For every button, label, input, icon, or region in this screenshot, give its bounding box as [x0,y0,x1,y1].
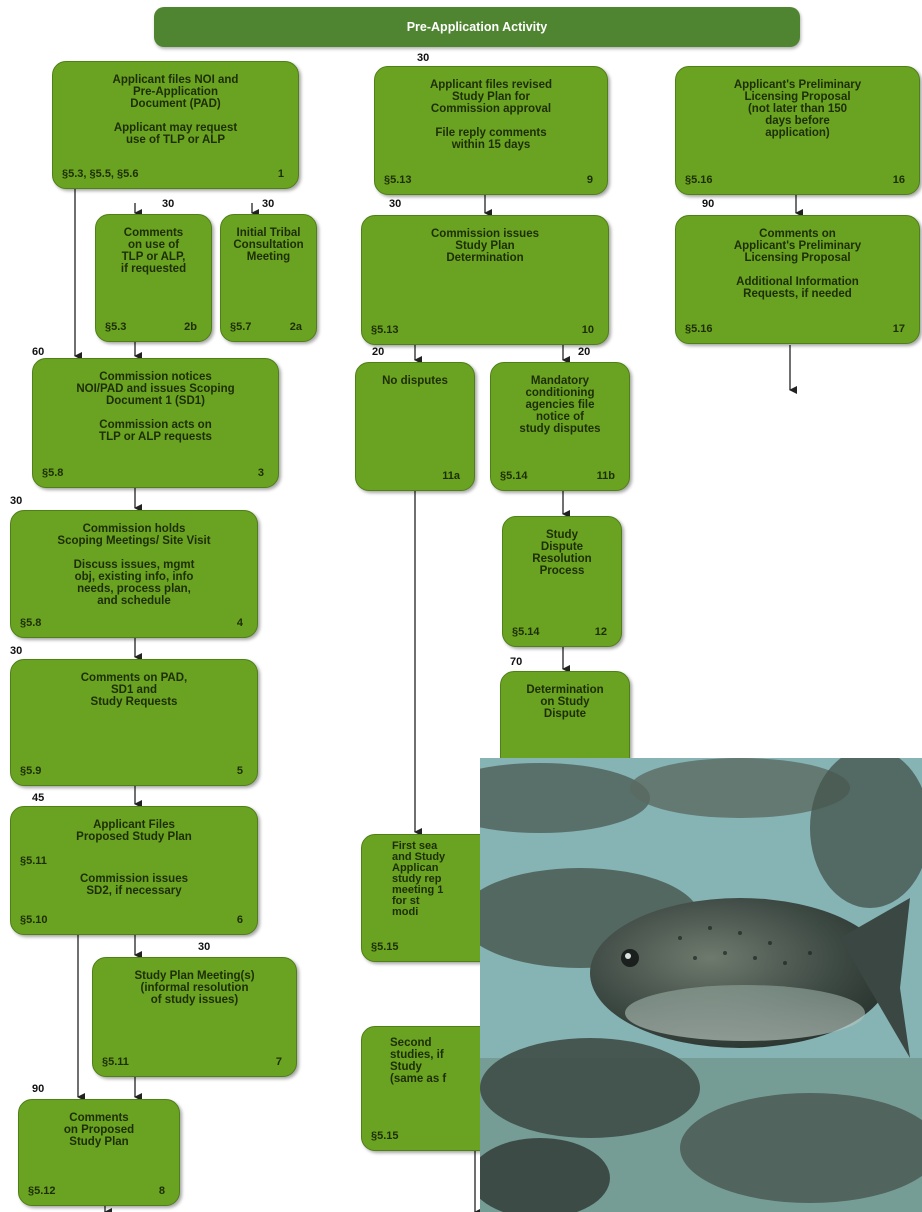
step-2a-box: Initial Tribal Consultation Meeting §5.7… [220,214,317,342]
days-label-step-17: 90 [702,198,715,210]
days-label-step-13: 70 [510,656,523,668]
step-8-box: Comments on Proposed Study Plan §5.12 8 [18,1099,180,1206]
salmon-illustration [480,758,922,1212]
step-4-number: 4 [236,617,243,629]
salmon-photo [480,758,922,1212]
step-3-text: Commission notices NOI/PAD and issues Sc… [76,371,235,443]
step-11a-text: No disputes [382,375,448,387]
step-4-box: Commission holds Scoping Meetings/ Site … [10,510,258,638]
days-label-step-11b: 20 [578,346,591,358]
step-15-section: §5.15 [371,1130,399,1142]
step-11b-box: Mandatory conditioning agencies file not… [490,362,630,491]
step-14-box: First sea and Study Applican study rep m… [361,834,501,962]
step-8-number: 8 [158,1185,165,1197]
step-3-box: Commission notices NOI/PAD and issues Sc… [32,358,279,488]
days-label-step-6: 45 [32,792,45,804]
step-15-box: Second studies, if Study (same as f §5.1… [361,1026,501,1151]
days-label-step-8: 90 [32,1083,45,1095]
step-6-section: §5.10 [20,914,48,926]
step-5-box: Comments on PAD, SD1 and Study Requests … [10,659,258,786]
step-11a-box: No disputes 11a [355,362,475,491]
step-16-text: Applicant's Preliminary Licensing Propos… [733,79,862,139]
step-12-section: §5.14 [512,626,540,638]
step-12-text: Study Dispute Resolution Process [532,529,592,577]
step-13-box: Determination on Study Dispute [500,671,630,771]
step-10-number: 10 [581,324,594,336]
step-6-text: Applicant Files Proposed Study Plan [76,819,192,843]
step-5-section: §5.9 [20,765,42,777]
step-6-number: 6 [236,914,243,926]
step-2b-number: 2b [184,321,197,333]
step-4-section: §5.8 [20,617,42,629]
step-6-mid-section: §5.11 [20,855,47,867]
step-3-number: 3 [257,467,264,479]
step-16-number: 16 [892,174,905,186]
step-5-number: 5 [236,765,243,777]
step-8-section: §5.12 [28,1185,56,1197]
step-8-text: Comments on Proposed Study Plan [63,1112,135,1148]
step-1-text: Applicant files NOI and Pre-Application … [112,74,239,146]
step-1-section: §5.3, §5.5, §5.6 [62,168,139,180]
step-9-number: 9 [586,174,593,186]
step-6-secondary-text: Commission issues SD2, if necessary [79,873,188,897]
step-11b-number: 11b [596,470,615,482]
step-9-text: Applicant files revised Study Plan for C… [429,79,553,151]
days-label-step-10: 30 [389,198,402,210]
step-17-number: 17 [892,323,905,335]
step-10-text: Commission issues Study Plan Determinati… [430,228,539,264]
step-4-text: Commission holds Scoping Meetings/ Site … [57,523,211,607]
step-11a-number: 11a [442,470,460,482]
step-16-box: Applicant's Preliminary Licensing Propos… [675,66,920,195]
step-10-section: §5.13 [371,324,399,336]
days-label-step-9: 30 [417,52,430,64]
step-1-number: 1 [277,168,284,180]
days-label-step-7: 30 [198,941,211,953]
days-label-step-2b: 30 [162,198,175,210]
step-14-text: First sea and Study Applican study rep m… [392,840,446,918]
step-1-box: Applicant files NOI and Pre-Application … [52,61,299,189]
step-2b-box: Comments on use of TLP or ALP, if reques… [95,214,212,342]
step-7-box: Study Plan Meeting(s) (informal resoluti… [92,957,297,1077]
pre-application-activity-header: Pre-Application Activity [154,7,800,47]
days-label-step-5: 30 [10,645,23,657]
step-11b-text: Mandatory conditioning agencies file not… [519,375,601,435]
step-17-text: Comments on Applicant's Preliminary Lice… [733,228,862,300]
step-2b-section: §5.3 [105,321,127,333]
step-2b-text: Comments on use of TLP or ALP, if reques… [120,227,187,275]
step-12-box: Study Dispute Resolution Process §5.14 1… [502,516,622,647]
step-7-text: Study Plan Meeting(s) (informal resoluti… [134,970,255,1006]
step-16-section: §5.16 [685,174,713,186]
step-7-number: 7 [275,1056,282,1068]
step-9-section: §5.13 [384,174,412,186]
days-label-step-11a: 20 [372,346,385,358]
step-17-section: §5.16 [685,323,713,335]
step-10-box: Commission issues Study Plan Determinati… [361,215,609,345]
days-label-step-3: 60 [32,346,45,358]
step-13-text: Determination on Study Dispute [526,684,604,720]
step-3-section: §5.8 [42,467,64,479]
step-9-box: Applicant files revised Study Plan for C… [374,66,608,195]
step-11b-section: §5.14 [500,470,528,482]
step-14-section: §5.15 [371,941,399,953]
step-17-box: Comments on Applicant's Preliminary Lice… [675,215,920,344]
days-label-step-4: 30 [10,495,23,507]
step-6-box: Applicant Files Proposed Study Plan §5.1… [10,806,258,935]
step-5-text: Comments on PAD, SD1 and Study Requests [80,672,188,708]
step-7-section: §5.11 [102,1056,129,1068]
step-15-text: Second studies, if Study (same as f [390,1037,447,1085]
step-12-number: 12 [594,626,607,638]
step-2a-number: 2a [289,321,302,333]
days-label-step-2a: 30 [262,198,275,210]
step-2a-section: §5.7 [230,321,252,333]
step-2a-text: Initial Tribal Consultation Meeting [233,227,304,263]
